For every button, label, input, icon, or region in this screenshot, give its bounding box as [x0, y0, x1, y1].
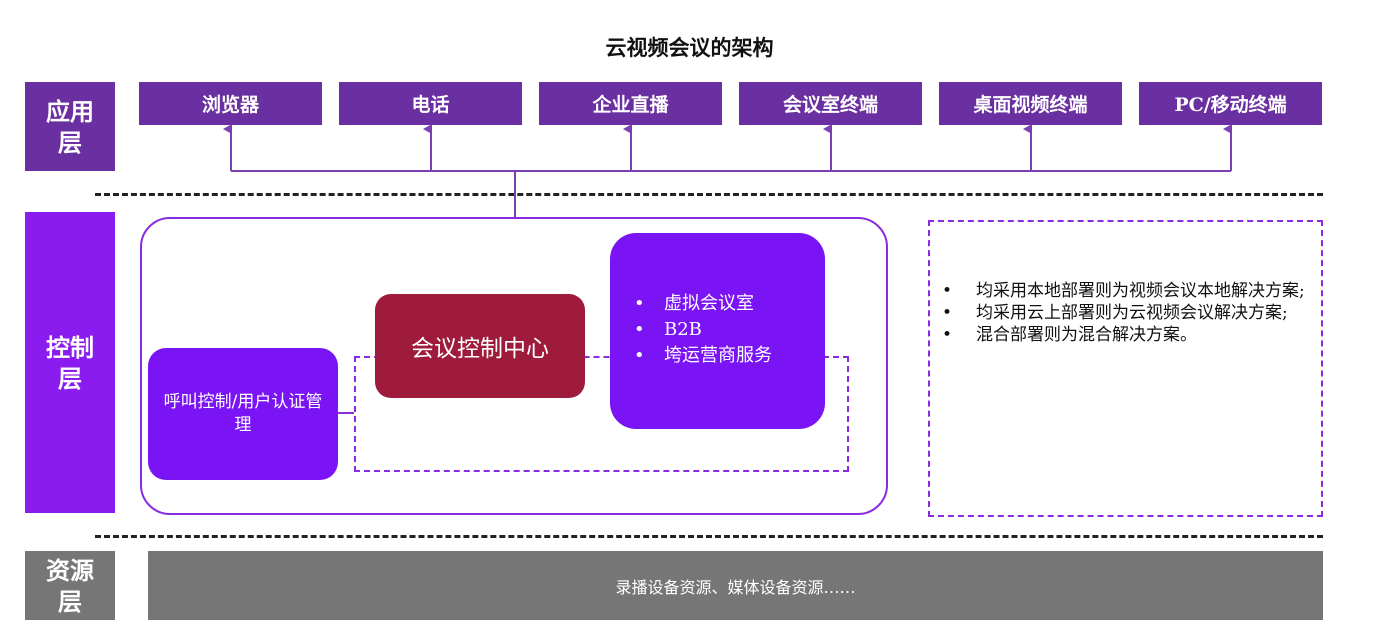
service-label: 垮运营商服务	[664, 345, 772, 366]
separator-top	[95, 193, 1323, 196]
note-text: 混合部署则为混合解决方案。	[976, 325, 1197, 345]
service-label: B2B	[664, 319, 702, 340]
bullet-icon: •	[634, 293, 645, 314]
diagram-title: 云视频会议的架构	[605, 35, 774, 60]
services-list-item: • 虚拟会议室	[634, 291, 825, 317]
control-inner-dashed-frame	[354, 356, 849, 472]
app-box-enterprise-live: 企业直播	[539, 82, 722, 125]
services-list-item: • B2B	[634, 317, 825, 343]
app-box-browser: 浏览器	[139, 82, 322, 125]
services-list: • 虚拟会议室 • B2B • 垮运营商服务	[634, 291, 825, 369]
layer-label-resource-text: 资源层	[46, 555, 94, 616]
note-item: • 均采用云上部署则为云视频会议解决方案;	[942, 302, 1311, 324]
layer-label-control-text: 控制层	[46, 332, 94, 393]
call-control-text: 呼叫控制/用户认证管理	[163, 392, 323, 435]
note-item: • 均采用本地部署则为视频会议本地解决方案;	[942, 280, 1311, 302]
service-label: 虚拟会议室	[664, 293, 754, 314]
note-item: • 混合部署则为混合解决方案。	[942, 324, 1311, 346]
meeting-control-center-box: 会议控制中心	[375, 294, 585, 398]
layer-label-application: 应用层	[25, 82, 115, 171]
layer-label-resource: 资源层	[25, 551, 115, 620]
services-list-item: • 垮运营商服务	[634, 343, 825, 369]
bullet-icon: •	[942, 303, 953, 323]
deployment-notes-list: • 均采用本地部署则为视频会议本地解决方案; • 均采用云上部署则为云视频会议解决方…	[942, 280, 1311, 346]
resource-bar: 录播设备资源、媒体设备资源……	[148, 551, 1323, 620]
meeting-control-center-text: 会议控制中心	[411, 336, 549, 362]
layer-label-application-text: 应用层	[46, 96, 94, 157]
control-layer-frame	[140, 217, 888, 515]
call-control-box: 呼叫控制/用户认证管理	[148, 348, 338, 480]
services-box: • 虚拟会议室 • B2B • 垮运营商服务	[610, 233, 825, 429]
bullet-icon: •	[942, 325, 953, 345]
layer-label-control: 控制层	[25, 212, 115, 513]
resource-bar-text: 录播设备资源、媒体设备资源……	[615, 577, 856, 597]
app-box-meeting-room-terminal: 会议室终端	[739, 82, 922, 125]
note-text: 均采用云上部署则为云视频会议解决方案;	[976, 303, 1288, 323]
app-box-pc-mobile-terminal: PC/移动终端	[1139, 82, 1322, 125]
bullet-icon: •	[634, 345, 645, 366]
deployment-notes-box: • 均采用本地部署则为视频会议本地解决方案; • 均采用云上部署则为云视频会议解决方…	[928, 220, 1323, 517]
app-box-phone: 电话	[339, 82, 522, 125]
bullet-icon: •	[634, 319, 645, 340]
note-text: 均采用本地部署则为视频会议本地解决方案;	[976, 281, 1305, 301]
separator-bottom	[95, 535, 1323, 538]
app-box-desktop-video-terminal: 桌面视频终端	[939, 82, 1122, 125]
bullet-icon: •	[942, 281, 953, 301]
